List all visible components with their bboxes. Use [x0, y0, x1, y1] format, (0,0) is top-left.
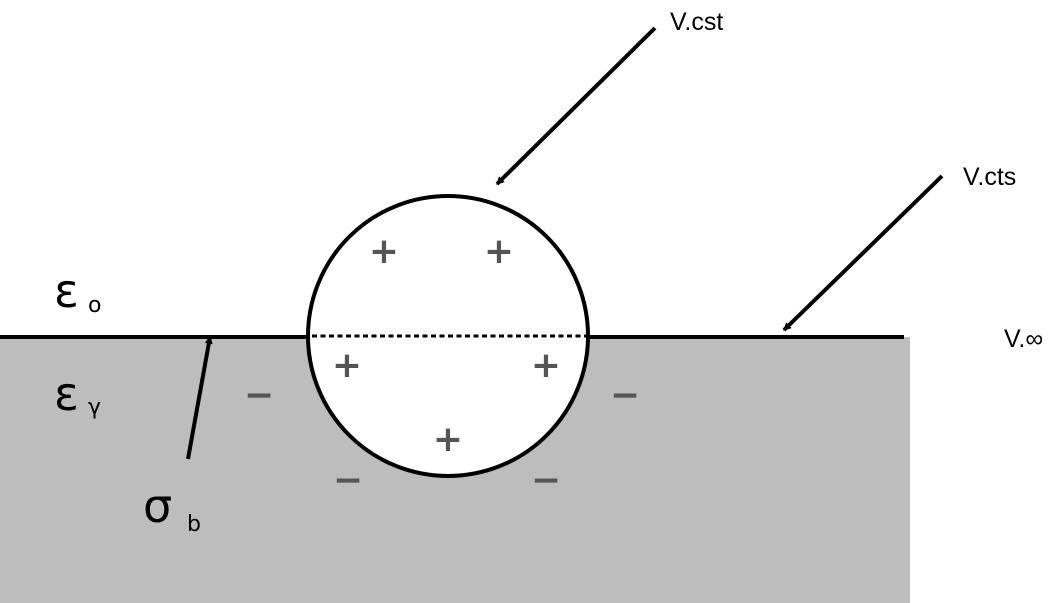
arrow-v-cst — [495, 26, 657, 186]
label-sigma: σ — [143, 479, 172, 533]
charge-plus: + — [369, 231, 399, 272]
label-epsilon-bottom-subscript: γ — [88, 395, 101, 420]
charge-minus: − — [333, 460, 363, 501]
charge-plus: + — [433, 419, 463, 460]
charge-plus: + — [484, 231, 514, 272]
arrow-v-cts — [782, 174, 944, 332]
label-epsilon-top: ε — [54, 264, 79, 318]
charge-minus: − — [610, 375, 640, 416]
label-v-infinity: V.∞ — [1004, 325, 1043, 353]
label-v-cts: V.cts — [963, 163, 1016, 191]
label-epsilon-top-subscript: o — [88, 293, 101, 318]
label-sigma-subscript: b — [187, 512, 201, 537]
charge-minus: − — [531, 460, 561, 501]
charge-plus: + — [531, 345, 561, 386]
charge-minus: − — [244, 375, 274, 416]
arrow-sigma-b — [186, 335, 213, 460]
charge-plus: + — [332, 345, 362, 386]
label-v-cst: V.cst — [670, 8, 723, 36]
label-epsilon-bottom: ε — [54, 367, 79, 421]
